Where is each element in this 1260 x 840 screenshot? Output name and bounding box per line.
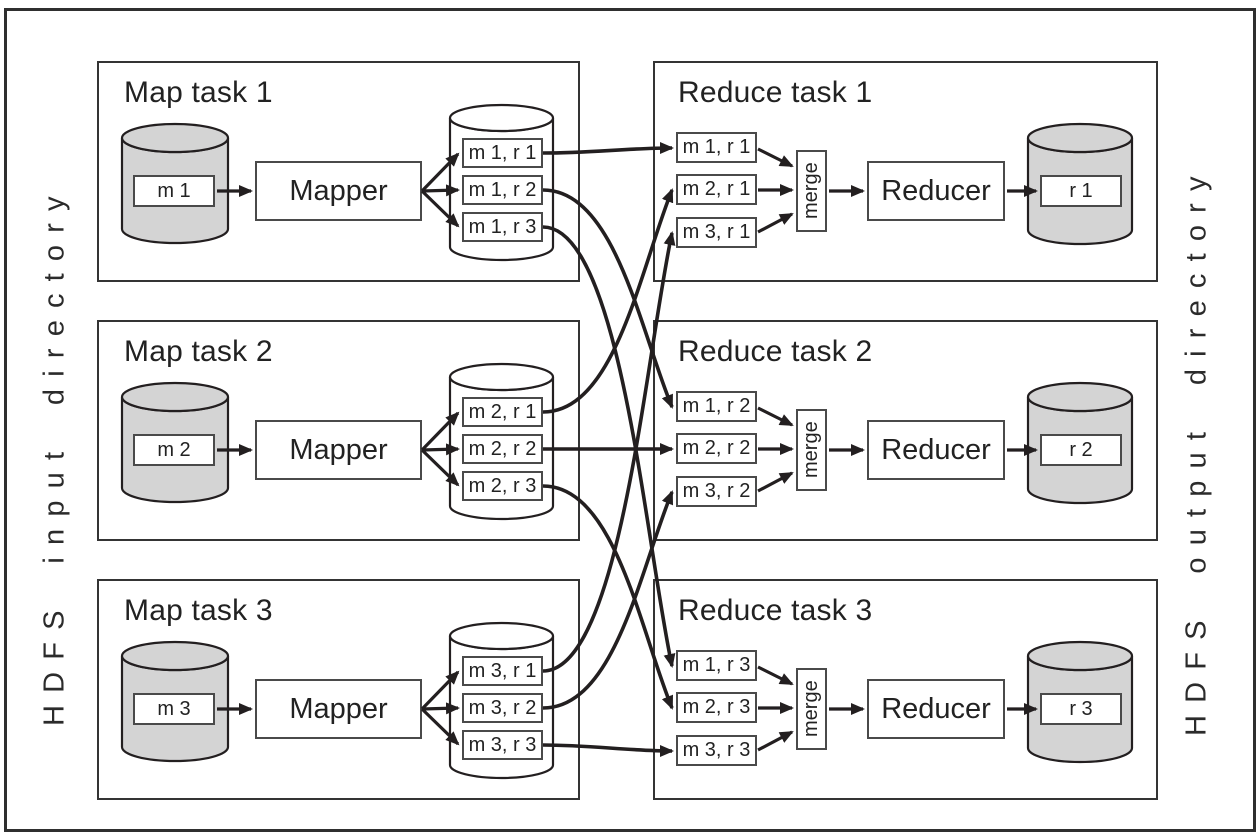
reduce-1-input-m2r1: m 2, r 1 (676, 174, 757, 205)
reduce-task-3-box: Reduce task 3 m 1, r 3 m 2, r 3 m 3, r 3… (653, 579, 1158, 800)
reduce-2-input-m2r2: m 2, r 2 (676, 433, 757, 464)
reduce-3-merge-box: merge (796, 668, 827, 750)
reduce-task-3-title: Reduce task 3 (678, 594, 873, 627)
map-1-mapper-box: Mapper (255, 161, 422, 221)
map-2-output-m2r2: m 2, r 2 (462, 434, 543, 464)
reduce-3-input-m2r3: m 2, r 3 (676, 692, 757, 723)
reduce-1-merge-box: merge (796, 150, 827, 232)
map-task-3-title: Map task 3 (124, 594, 273, 627)
reduce-2-reducer-box: Reducer (867, 420, 1005, 480)
map-3-input-file: m 3 (133, 693, 215, 725)
map-3-output-m3r3: m 3, r 3 (462, 730, 543, 760)
map-task-2-title: Map task 2 (124, 335, 273, 368)
reduce-3-output-file: r 3 (1040, 693, 1122, 725)
map-3-mapper-box: Mapper (255, 679, 422, 739)
reduce-2-output-file: r 2 (1040, 434, 1122, 466)
reduce-task-1-title: Reduce task 1 (678, 76, 873, 109)
reduce-3-input-m1r3: m 1, r 3 (676, 650, 757, 681)
map-1-output-m1r1: m 1, r 1 (462, 138, 543, 168)
map-1-input-file: m 1 (133, 175, 215, 207)
reduce-1-input-m1r1: m 1, r 1 (676, 132, 757, 163)
figure-border (4, 8, 1256, 832)
reduce-1-reducer-box: Reducer (867, 161, 1005, 221)
reduce-task-2-box: Reduce task 2 m 1, r 2 m 2, r 2 m 3, r 2… (653, 320, 1158, 541)
reduce-task-2-title: Reduce task 2 (678, 335, 873, 368)
reduce-1-input-m3r1: m 3, r 1 (676, 217, 757, 248)
reduce-3-reducer-box: Reducer (867, 679, 1005, 739)
hdfs-output-directory-label: HDFS output directory (1180, 164, 1213, 736)
map-2-output-m2r3: m 2, r 3 (462, 471, 543, 501)
map-1-output-m1r2: m 1, r 2 (462, 175, 543, 205)
map-3-output-m3r2: m 3, r 2 (462, 693, 543, 723)
reduce-1-output-file: r 1 (1040, 175, 1122, 207)
map-2-input-file: m 2 (133, 434, 215, 466)
hdfs-input-directory-label: HDFS input directory (38, 184, 71, 726)
map-2-output-m2r1: m 2, r 1 (462, 397, 543, 427)
map-1-output-m1r3: m 1, r 3 (462, 212, 543, 242)
map-task-2-box: Map task 2 m 2 Mapper m 2, r 1 m 2, r 2 … (97, 320, 580, 541)
reduce-2-merge-box: merge (796, 409, 827, 491)
reduce-3-input-m3r3: m 3, r 3 (676, 735, 757, 766)
reduce-2-input-m3r2: m 3, r 2 (676, 476, 757, 507)
reduce-task-1-box: Reduce task 1 m 1, r 1 m 2, r 1 m 3, r 1… (653, 61, 1158, 282)
map-task-1-box: Map task 1 m 1 Mapper m 1, r 1 m 1, r 2 … (97, 61, 580, 282)
map-task-3-box: Map task 3 m 3 Mapper m 3, r 1 m 3, r 2 … (97, 579, 580, 800)
map-2-mapper-box: Mapper (255, 420, 422, 480)
map-3-output-m3r1: m 3, r 1 (462, 656, 543, 686)
map-task-1-title: Map task 1 (124, 76, 273, 109)
reduce-2-input-m1r2: m 1, r 2 (676, 391, 757, 422)
